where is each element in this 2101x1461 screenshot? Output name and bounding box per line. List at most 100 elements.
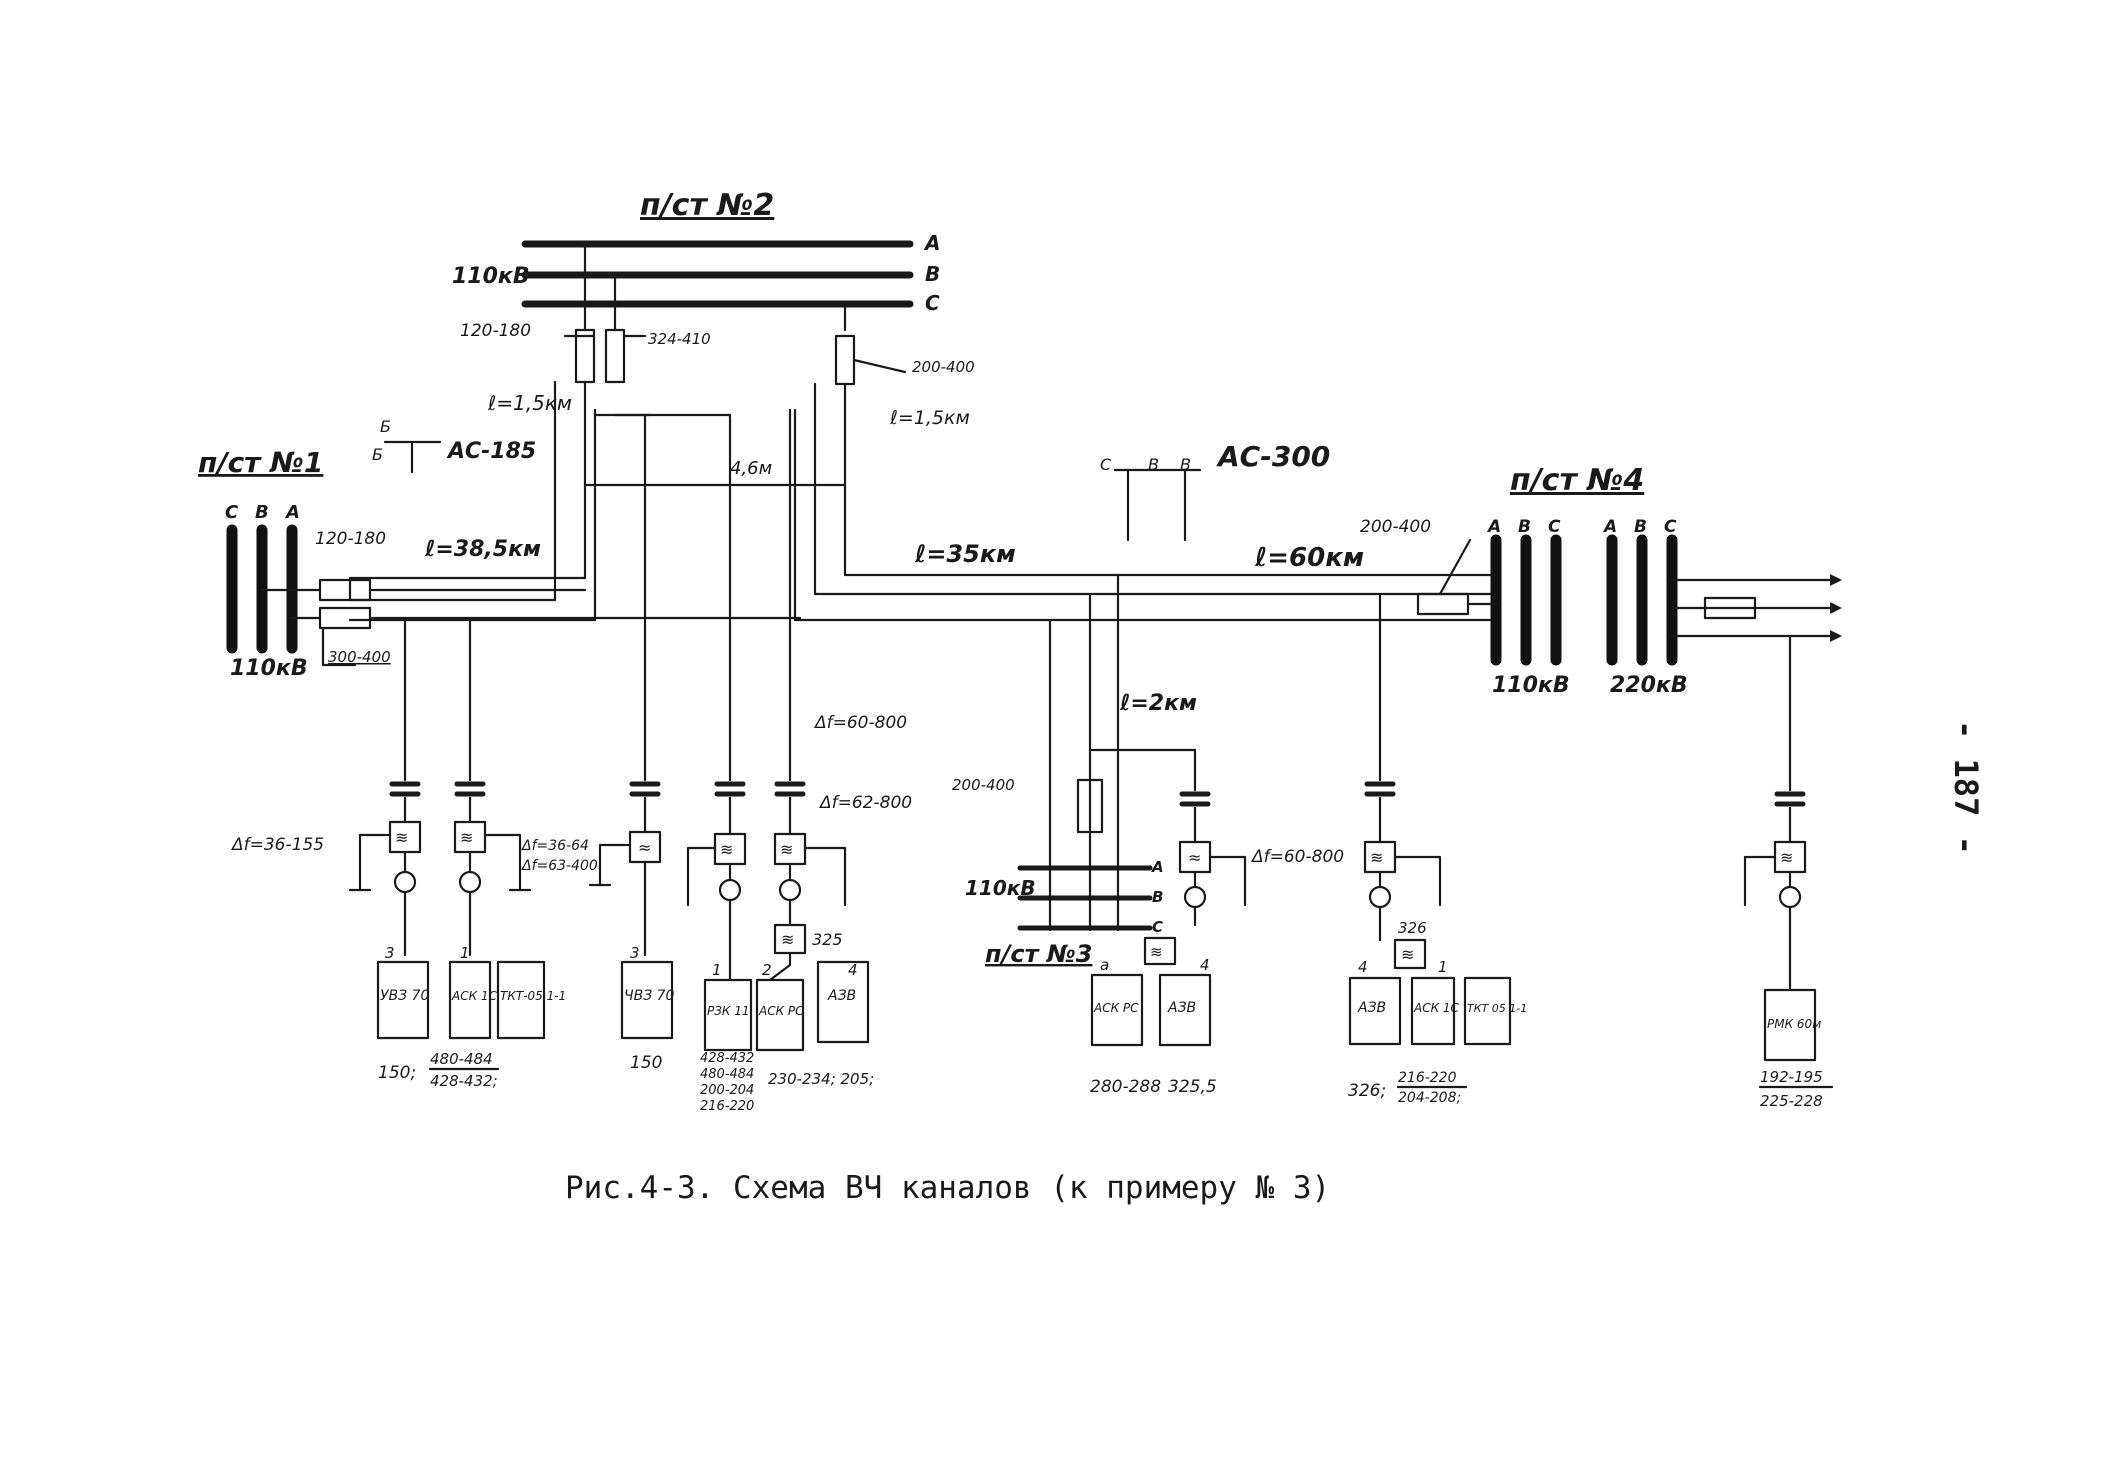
svg-text:≋: ≋ [395,828,408,847]
equipment-13-label: РМК 60м [1767,1017,1821,1031]
page-number: - 187 - [1947,720,1985,855]
ps4-220-phase-a: А [1602,517,1617,537]
line-arrow-3 [1830,630,1842,642]
line-arrow-1 [1830,574,1842,586]
combiner-filter-ps4-label: 326 [1398,919,1427,937]
combiner-filter-ps2-label: 325 [812,930,843,949]
ps1-phase-c: С [225,502,239,523]
ps4-110-phase-c: С [1548,517,1561,537]
freq-g2b: 428-432; [430,1072,498,1090]
freq-g7: 325,5 [1168,1077,1217,1097]
svg-text:1: 1 [1438,958,1448,976]
equipment-boxes: 3 УВЗ 70 1 АСК 1С ТКТ-05 1-1 3 ЧВЗ 70 1 … [376,944,1821,1062]
fuse-8 [1778,885,1802,909]
freq-g9b: 204-208; [1398,1090,1461,1106]
frequency-labels: 150; 480-484 428-432; 150 428-432 480-48… [378,1050,1834,1114]
equipment-4-label: ЧВЗ 70 [624,988,675,1004]
ps2-phase-b: В [925,262,940,286]
svg-text:≋: ≋ [1401,945,1414,964]
ps2-trap-right [834,334,856,386]
ps2-trap-right-range: 200-400 [912,358,975,376]
ps3-trap [1076,778,1104,834]
freq-g2a: 480-484 [430,1050,493,1068]
equipment-11: 1 АСК 1С [1410,958,1460,1046]
equipment-11-label: АСК 1С [1413,1001,1460,1015]
svg-text:≋: ≋ [1370,848,1383,867]
bandwidth-1: Δf=36-155 [230,835,324,855]
ps3-phase-c: С [1152,918,1163,936]
ps2-trap-mid-range: 324-410 [648,330,711,348]
ps2-trap-left [574,328,596,384]
ps3-trap-range: 200-400 [952,776,1015,794]
svg-text:≋: ≋ [781,930,794,949]
ps4-title: п/ст №4 [1510,463,1644,498]
coupling-unit-6: ≈ ≋ [1143,748,1247,966]
combiner-filter-ps4 [1393,938,1427,970]
equipment-4: 3 ЧВЗ 70 [620,944,675,1040]
ps2-trap-left-range: 120-180 [460,321,531,341]
ps2-trap-mid [604,328,626,384]
line-ps2-ps4-length: ℓ=35км [914,540,1016,568]
ps4-voltage-220: 220кВ [1610,673,1688,698]
conductor-tag-ac185: Б Б АС-185 [372,417,536,474]
bandwidth-6: Δf=60-800 [1250,847,1344,867]
equipment-5: 1 РЗК 11 [703,961,753,1052]
ps2-cable-length-b: ℓ=1,5км [889,407,970,429]
ps1-voltage: 110кВ [230,656,308,681]
ps1-phase-a: А [284,502,300,523]
line-tap-length: ℓ=2км [1119,691,1197,716]
ps4-trap [1416,592,1470,616]
ps3-title: п/ст №3 [985,940,1092,968]
ps4-220-trap [1703,596,1757,620]
ps2-cable-length-c: ℓ=1,5км [487,391,572,415]
ps4-110-phase-b: В [1518,517,1531,537]
freq-g10b: 225-228 [1760,1092,1823,1110]
equipment-12-label: ТКТ 05 1-1 [1467,1002,1527,1015]
freq-g9a: 216-220 [1398,1070,1457,1086]
equipment-8-label: АСК РС [1093,1001,1139,1015]
ps2-voltage: 110кВ [452,264,530,289]
ps3-phase-b: В [1152,888,1163,906]
freq-g1: 150; [378,1063,416,1083]
ps1-trap-a-range: 120-180 [315,529,386,549]
coupling-unit-3: ≈ [588,413,662,957]
line-ps1-ps2-length: ℓ=38,5км [424,537,541,562]
coupling-unit-1: ≋ [348,618,422,957]
combiner-filter-ps3 [1143,936,1177,966]
equipment-9: 4 АЗВ [1158,956,1212,1047]
ps1-phase-b: В [255,502,269,523]
equipment-5-label: РЗК 11 [707,1004,750,1018]
ps4: п/ст №4 А В С 110кВ А В С 220кВ 200-400 [1360,463,1842,698]
ps4-110-phase-a: А [1486,517,1501,537]
equipment-7: 4 АЗВ [816,960,870,1044]
equipment-6: 2 АСК РС [755,961,804,1052]
conductor-ac185-phase-2: Б [372,445,383,464]
svg-text:а: а [1100,956,1109,974]
ps4-220-phase-c: С [1664,517,1677,537]
bandwidth-5: Δf=62-800 [818,793,912,813]
freq-g10a: 192-195 [1760,1068,1823,1086]
line-ps3-branch-length: ℓ=60км [1254,543,1364,573]
freq-g3: 150 [630,1053,662,1073]
equipment-12: ТКТ 05 1-1 [1463,976,1527,1046]
ps1-trap-b [318,606,372,630]
equipment-3: ТКТ-05 1-1 [496,960,566,1040]
route-ps1-ps2 [348,380,597,622]
ps2-title: п/ст №2 [640,188,774,223]
ps3-voltage: 110кВ [965,876,1036,900]
svg-text:4: 4 [1200,956,1210,974]
svg-text:1: 1 [712,961,722,979]
coupling-unit-7: ≋ ≋ 326 [1363,592,1442,970]
ps3-phase-a: А [1151,858,1164,876]
equipment-9-label: АЗВ [1167,1000,1196,1016]
ps2-phase-a: А [923,231,940,255]
freq-g5: 230-234; 205; [768,1070,874,1088]
conductor-ac300-phase-1: С [1100,455,1112,474]
equipment-1-label: УВЗ 70 [380,988,429,1004]
coupling-unit-2: ≋ [453,618,532,957]
equipment-6-label: АСК РС [758,1004,804,1018]
bandwidth-3: Δf=63-400 [521,858,598,874]
coupling-unit-4: ≋ [686,413,747,982]
ps1-trap-b-range: 300-400 [328,648,391,666]
coupling-unit-5: ≋ ≋ 325 [768,408,847,982]
